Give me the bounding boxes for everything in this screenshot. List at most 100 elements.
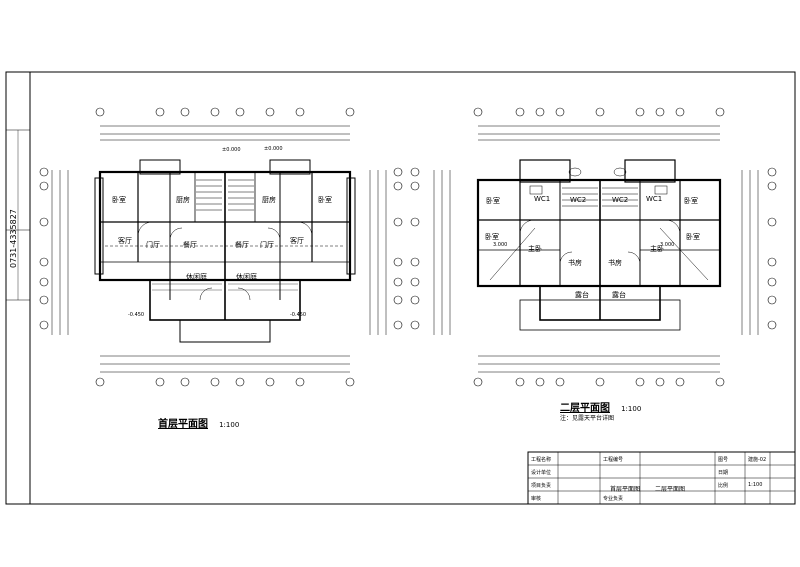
axis-bubble	[515, 107, 525, 117]
title-block-cell: 工程编号	[603, 457, 624, 463]
axis-bubble	[393, 277, 403, 287]
axis-bubble	[39, 217, 49, 227]
axis-bubble	[635, 107, 645, 117]
axis-bubble	[393, 320, 403, 330]
title-block-cell: 建施-02	[748, 457, 767, 463]
right-plan-note: 注：见露天平台详图	[560, 415, 615, 422]
room-label: 门厅	[260, 241, 274, 249]
axis-bubble	[767, 257, 777, 267]
room-label: 主卧	[528, 245, 542, 253]
axis-bubble	[675, 107, 685, 117]
room-label: 客厅	[118, 237, 132, 245]
axis-bubble	[410, 167, 420, 177]
drawing-frame	[29, 71, 796, 505]
axis-bubble	[155, 107, 165, 117]
axis-bubble	[39, 181, 49, 191]
elevation-mark: 3.000	[493, 242, 508, 248]
room-label: 卧室	[486, 197, 500, 205]
binding-strip: 0731-4335827	[6, 129, 30, 301]
axis-bubble	[210, 107, 220, 117]
axis-bubble	[393, 257, 403, 267]
right-plan-scale: 1:100	[621, 405, 642, 413]
title-block-cell: 1:100	[748, 482, 763, 488]
left-plan-title-wrap: 首层平面图 1:100	[158, 412, 239, 431]
axis-bubble	[265, 107, 275, 117]
axis-bubble	[265, 377, 275, 387]
title-block-cell: 工程名称	[531, 457, 552, 463]
axis-bubble	[39, 167, 49, 177]
title-block-cell: 图号	[718, 457, 729, 463]
room-label: 露台	[575, 291, 589, 299]
axis-bubble	[235, 377, 245, 387]
axis-bubble	[595, 107, 605, 117]
room-label: 客厅	[290, 237, 304, 245]
room-label: 露台	[612, 291, 626, 299]
room-label: 门厅	[146, 241, 160, 249]
room-label: 卧室	[686, 233, 700, 241]
room-label: 餐厅	[183, 241, 197, 249]
axis-bubble	[393, 217, 403, 227]
axis-bubble	[410, 295, 420, 305]
axis-bubble	[393, 181, 403, 191]
axis-bubble	[535, 377, 545, 387]
axis-bubble	[555, 377, 565, 387]
axis-bubble	[655, 107, 665, 117]
left-plan-title: 首层平面图	[158, 419, 208, 430]
room-label: 卧室	[684, 197, 698, 205]
elevation-mark: -0.450	[290, 312, 307, 318]
room-label: 厨房	[176, 196, 190, 204]
axis-bubble	[180, 107, 190, 117]
title-block-cell: 比例	[718, 483, 729, 489]
axis-bubble	[345, 377, 355, 387]
margin-phone-text: 0731-4335827	[9, 209, 18, 268]
axis-bubble	[410, 320, 420, 330]
axis-bubble	[393, 167, 403, 177]
title-block-sheet-title: 首层平面图	[610, 486, 641, 493]
axis-bubble	[39, 277, 49, 287]
room-label: 休闲庭	[186, 273, 207, 281]
title-block-cell: 设计单位	[531, 470, 552, 476]
room-label: 休闲庭	[236, 273, 257, 281]
room-label: 卧室	[318, 196, 332, 204]
axis-bubble	[39, 257, 49, 267]
title-block-cell: 专业负责	[603, 496, 624, 502]
ground-floor-plan	[51, 125, 387, 373]
room-label: WC2	[612, 196, 629, 204]
room-label: 书房	[568, 259, 582, 267]
axis-bubble	[295, 107, 305, 117]
axis-bubble	[767, 295, 777, 305]
sheet-border	[5, 71, 796, 505]
axis-bubble	[555, 107, 565, 117]
axis-bubble	[95, 107, 105, 117]
axis-bubble	[767, 320, 777, 330]
axis-bubble	[473, 107, 483, 117]
elevation-mark: ±0.000	[222, 147, 241, 153]
room-label: WC1	[646, 195, 663, 203]
room-label: 厨房	[262, 196, 276, 204]
axis-bubble	[39, 295, 49, 305]
room-label: 主卧	[650, 245, 664, 253]
axis-bubble	[393, 295, 403, 305]
axis-bubble	[515, 377, 525, 387]
room-label: 卧室	[485, 233, 499, 241]
second-floor-plan	[433, 125, 759, 373]
room-label: WC1	[534, 195, 551, 203]
right-plan-title-wrap: 二层平面图 1:100	[560, 396, 641, 415]
axis-bubble	[410, 217, 420, 227]
axis-bubble	[767, 217, 777, 227]
axis-bubble	[180, 377, 190, 387]
axis-bubble	[345, 107, 355, 117]
axis-bubble	[535, 107, 545, 117]
axis-bubble	[235, 107, 245, 117]
axis-bubble	[655, 377, 665, 387]
axis-bubble	[410, 257, 420, 267]
axis-bubble	[95, 377, 105, 387]
right-plan-title: 二层平面图	[560, 403, 610, 414]
axis-bubble	[595, 377, 605, 387]
axis-bubble	[767, 181, 777, 191]
title-block-cell: 审核	[531, 496, 542, 502]
left-plan-scale: 1:100	[219, 421, 240, 429]
title-block-cell: 日期	[718, 470, 729, 476]
axis-bubble	[715, 377, 725, 387]
